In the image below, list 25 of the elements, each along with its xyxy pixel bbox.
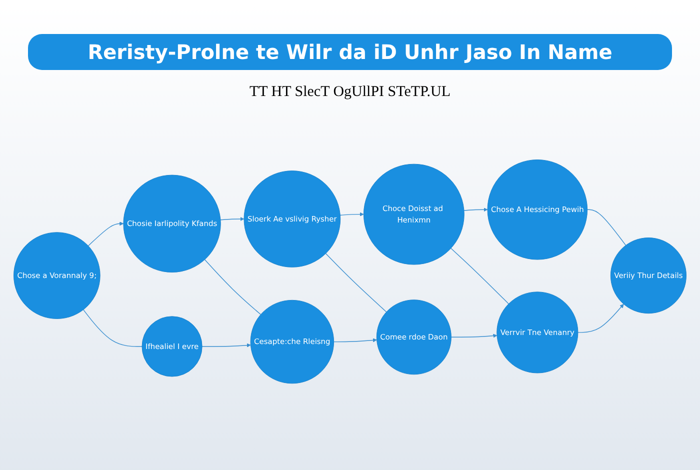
arrow — [578, 304, 624, 334]
node-circle — [142, 316, 202, 378]
subtitle-text: TT HT SlecT OgUllPI STeTP.UL — [248, 84, 452, 101]
title-banner: Reristy-Prolne te Wilr da iD Unhr Jaso In Name — [28, 34, 672, 70]
arrow — [202, 344, 251, 348]
node-circle — [496, 292, 578, 374]
node-circle — [123, 175, 221, 273]
arrow — [220, 217, 244, 222]
connector — [204, 260, 262, 316]
connector — [586, 210, 626, 246]
arrow — [450, 334, 498, 338]
node-circle — [14, 232, 100, 320]
node-circle — [487, 160, 588, 260]
connector — [82, 310, 142, 348]
connector — [325, 254, 387, 313]
arrow — [333, 338, 377, 343]
arrow — [88, 222, 124, 247]
arrow — [340, 212, 364, 217]
connector — [450, 248, 510, 305]
node-circle — [244, 171, 341, 268]
node-circle — [250, 300, 334, 384]
node-circle — [363, 164, 464, 266]
node-circle — [376, 300, 452, 376]
arrow — [464, 208, 488, 212]
node-circle — [610, 238, 686, 314]
